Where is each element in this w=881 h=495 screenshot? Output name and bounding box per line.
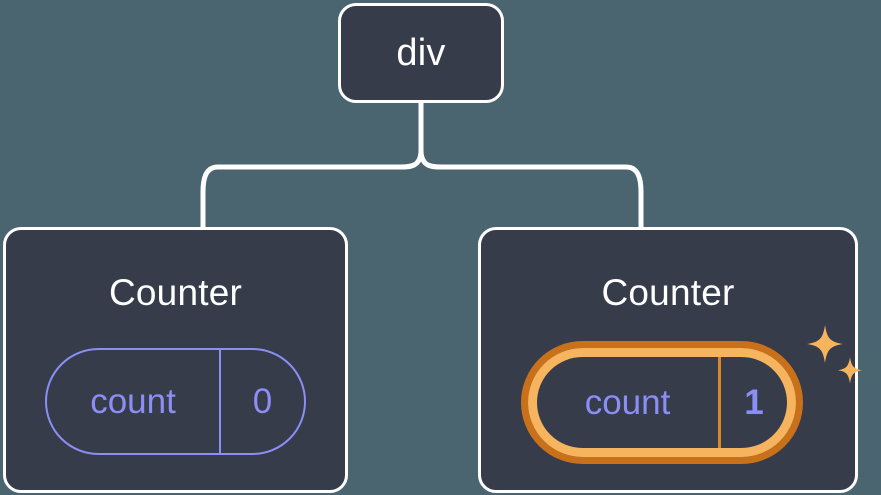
connector-right-branch	[418, 147, 644, 230]
state-key-label: count	[47, 350, 221, 453]
node-div[interactable]: div	[338, 3, 504, 103]
counter-left-title: Counter	[108, 272, 243, 313]
state-pill-count-right-highlight-ring[interactable]: count 1	[521, 341, 803, 464]
state-pill-count-right[interactable]: count 1	[528, 348, 796, 457]
counter-right-title: Counter	[601, 272, 735, 313]
connector-left-branch	[200, 147, 424, 230]
state-value-label: 0	[252, 381, 273, 421]
state-pill-count-left[interactable]: count 0	[45, 348, 306, 455]
node-counter-left[interactable]: Counter count 0	[3, 227, 348, 493]
node-counter-right[interactable]: Counter count 1	[478, 227, 862, 493]
sparkle-icon	[807, 325, 843, 363]
sparkle-group	[807, 325, 862, 384]
sparkle-small-icon	[838, 357, 862, 384]
state-key-label: count	[537, 357, 721, 448]
state-value-label: 1	[744, 382, 764, 422]
node-div-label: div	[396, 31, 446, 74]
